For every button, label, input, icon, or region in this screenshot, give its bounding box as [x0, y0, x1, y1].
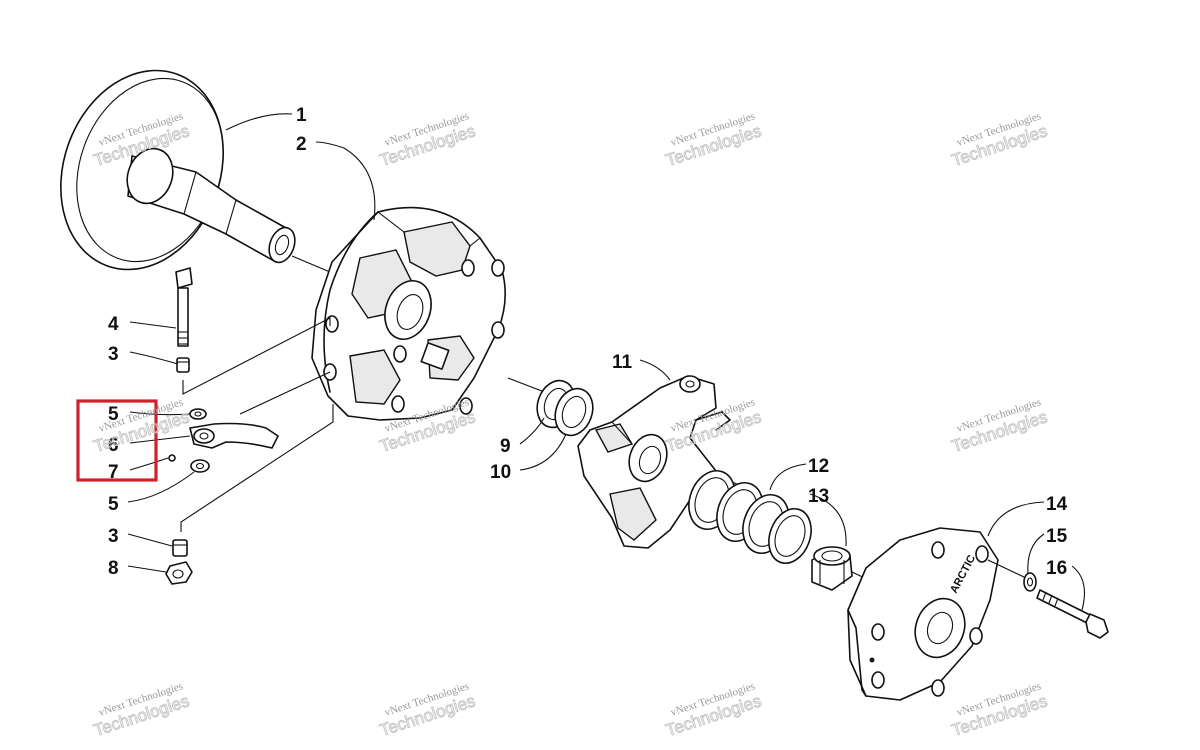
watermark: vNext Technologies Technologies: [377, 680, 478, 740]
callout-12: 12: [808, 456, 829, 477]
callout-7-side: 7: [108, 462, 119, 483]
part-bushing-13: [811, 546, 891, 591]
callout-13: 13: [808, 486, 829, 507]
part-moveable-sheave: [311, 206, 561, 421]
part-spring-12: [688, 470, 812, 564]
callout-16: 16: [1046, 558, 1067, 579]
watermark: vNext Technologies Technologies: [663, 110, 764, 170]
watermark: vNext Technologies Technologies: [91, 680, 192, 740]
callout-9: 9: [500, 436, 511, 457]
watermark: vNext Technologies Technologies: [91, 396, 192, 456]
callout-5-side: 5: [108, 404, 119, 425]
watermark: vNext Technologies Technologies: [949, 680, 1050, 740]
part-bolt-4: [175, 267, 193, 347]
callout-6-side: 6: [108, 435, 119, 456]
callout-14: 14: [1046, 494, 1068, 515]
assembly-guide-lines: [180, 317, 334, 532]
part-spider-11: [577, 375, 761, 549]
watermark: vNext Technologies Technologies: [949, 396, 1050, 456]
part-pin-7: [168, 454, 176, 462]
callout-8: 8: [108, 558, 119, 579]
callout-10: 10: [490, 462, 511, 483]
part-washer-5-upper: [189, 408, 207, 420]
watermark: vNext Technologies Technologies: [663, 680, 764, 740]
part-washer-15: [1023, 572, 1037, 592]
part-nut-8: [165, 561, 193, 585]
part-cap-screw-16: [1036, 589, 1109, 639]
part-roller-arm-6: [189, 422, 279, 449]
callout-15: 15: [1046, 526, 1068, 547]
callout-1: 1: [296, 105, 307, 126]
watermark: vNext Technologies Technologies: [377, 110, 478, 170]
callout-labels: 1 2 4 3 5 6 7 5 3 8 9 10 11 12 13 14 15 …: [108, 105, 1068, 579]
callout-3-upper: 3: [108, 344, 119, 365]
callout-2: 2: [296, 134, 307, 155]
callout-4: 4: [108, 314, 119, 335]
callout-3-lower: 3: [108, 526, 119, 547]
callout-5-lower: 5: [108, 494, 119, 515]
part-washer-5-lower: [190, 459, 210, 473]
highlight-box: [76, 399, 158, 482]
watermark: vNext Technologies Technologies: [949, 110, 1050, 170]
leader-lines: [127, 113, 1085, 611]
part-fixed-sheave: [60, 69, 331, 273]
part-bushing-3-lower: [172, 539, 188, 557]
part-cover-plate-14: ARCTIC: [847, 527, 1027, 701]
callout-11: 11: [612, 352, 633, 373]
part-bushing-3-upper: [176, 357, 190, 373]
